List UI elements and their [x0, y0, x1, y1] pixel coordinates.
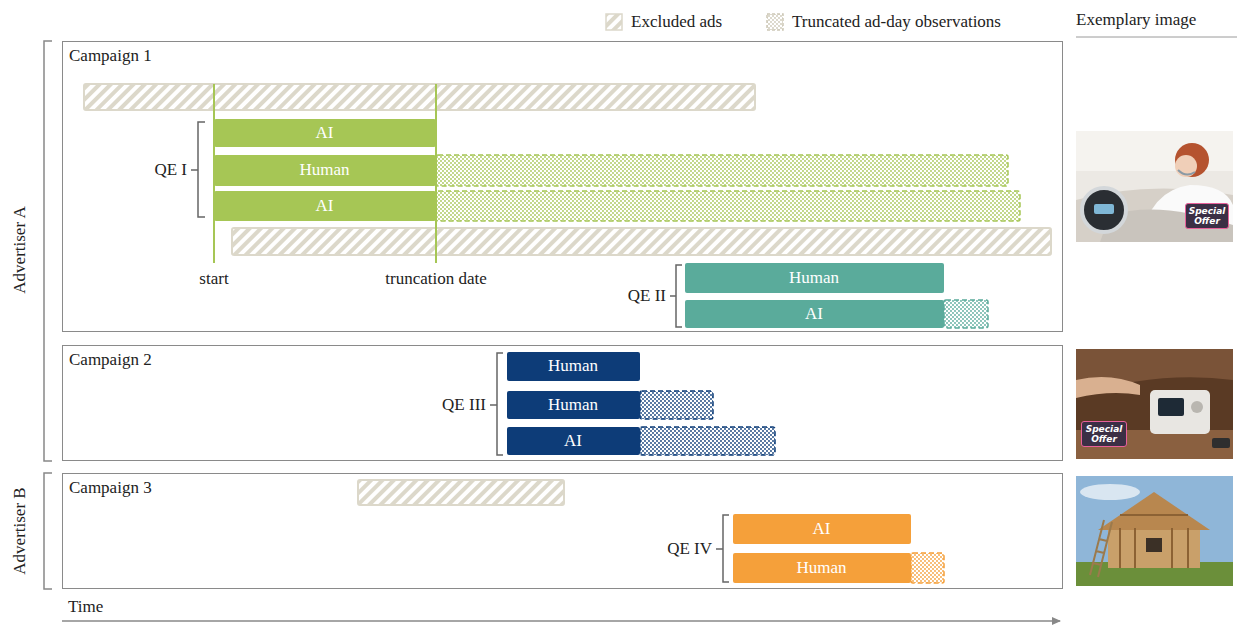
image-frame: [1120, 515, 1188, 568]
legend-text: Excluded ads: [631, 12, 722, 32]
image-background: [1076, 349, 1233, 459]
qe-bracket: [490, 353, 503, 455]
image-device-screen: [1094, 204, 1114, 214]
legend-entry: Truncated ad-day observations: [766, 12, 1001, 32]
image-background: [1076, 131, 1233, 242]
image-arm: [1076, 377, 1140, 398]
ad-type-label: Human: [548, 395, 598, 415]
ad-bar: AI: [685, 300, 944, 328]
annotation-label: QE III: [442, 395, 486, 415]
ad-type-label: AI: [316, 196, 334, 216]
ad-bar: AI: [507, 427, 640, 455]
qe-bracket: [191, 122, 205, 217]
exemplary-image: [1076, 131, 1233, 242]
header-rule: [1076, 37, 1237, 38]
campaign-title: Campaign 1: [63, 42, 1062, 66]
image-hair: [1175, 143, 1209, 177]
truncated-bar: [911, 553, 944, 583]
ad-bar: AI: [214, 191, 436, 221]
image-cloud: [1080, 484, 1140, 500]
excluded-ad-bar: [84, 84, 755, 110]
annotation-label: Exemplary image: [1076, 10, 1196, 30]
time-axis: [62, 620, 1060, 622]
advertiser-bracket: [44, 41, 52, 461]
campaign-title: Campaign 3: [63, 474, 1062, 498]
ad-type-label: AI: [564, 431, 582, 451]
ad-bar: Human: [685, 263, 944, 293]
annotation-label: QE IV: [667, 539, 712, 559]
legend-swatch-shape: [606, 14, 622, 30]
annotation-label: truncation date: [385, 269, 487, 289]
campaign-panel: Campaign 1AIHumanAIHumanAI: [62, 41, 1063, 332]
advertiser-bracket: [44, 473, 52, 589]
truncated-bar: [436, 155, 1008, 186]
qe-bracket: [716, 515, 729, 582]
ad-bar: Human: [214, 155, 436, 186]
annotation-label: QE II: [628, 286, 666, 306]
ad-type-label: Human: [299, 160, 349, 180]
exemplary-image: [1076, 349, 1233, 459]
image-house-wall: [1108, 528, 1200, 568]
excluded-ad-bar: [232, 228, 1051, 255]
annotation-label: Time: [68, 597, 103, 617]
ad-bar: Human: [507, 352, 640, 381]
image-wall: [1076, 131, 1233, 171]
ad-bar: AI: [733, 514, 911, 544]
advertiser-label: Advertiser A: [10, 206, 30, 293]
campaign-panel: Campaign 2HumanHumanAI: [62, 345, 1063, 461]
truncated-bar: [640, 427, 775, 455]
campaign-panel: Campaign 3 AI Human: [62, 473, 1063, 589]
image-phone: [1212, 438, 1230, 448]
legend-swatch: [605, 13, 623, 31]
legend-entry: Excluded ads: [605, 12, 722, 32]
offer-badge: Special Offer: [1081, 421, 1127, 447]
qe-bracket: [670, 265, 682, 327]
image-mask: [1178, 170, 1195, 175]
advertiser-label: Advertiser B: [10, 487, 30, 574]
legend-text: Truncated ad-day observations: [792, 12, 1001, 32]
exemplary-image: [1076, 476, 1233, 586]
image-window: [1146, 538, 1162, 552]
ad-type-label: AI: [805, 304, 823, 324]
image-device-knob: [1191, 401, 1203, 413]
image-device: [1150, 390, 1210, 434]
ad-type-label: Human: [548, 356, 598, 376]
image-face: [1175, 155, 1197, 177]
excluded-ad-bar: [358, 480, 564, 505]
annotation-label: start: [199, 269, 228, 289]
legend-swatch-shape: [767, 14, 783, 30]
image-device: [1082, 188, 1126, 232]
truncated-bar: [436, 191, 1020, 221]
truncated-bar: [640, 391, 713, 419]
image-device-screen: [1158, 398, 1184, 416]
offer-badge: Special Offer: [1185, 203, 1229, 229]
ad-type-label: Human: [789, 268, 839, 288]
ad-bar: Human: [507, 391, 640, 419]
image-ladder: [1090, 520, 1112, 577]
truncated-bar: [944, 300, 988, 328]
ad-type-label: AI: [316, 123, 334, 143]
image-house-roof: [1098, 492, 1210, 530]
image-sky: [1076, 476, 1233, 586]
ad-bar: AI: [214, 119, 436, 147]
legend-swatch: [766, 13, 784, 31]
ad-type-label: Human: [796, 558, 846, 578]
ad-bar: Human: [733, 553, 911, 583]
ad-type-label: AI: [813, 519, 831, 539]
annotation-label: QE I: [154, 160, 187, 180]
